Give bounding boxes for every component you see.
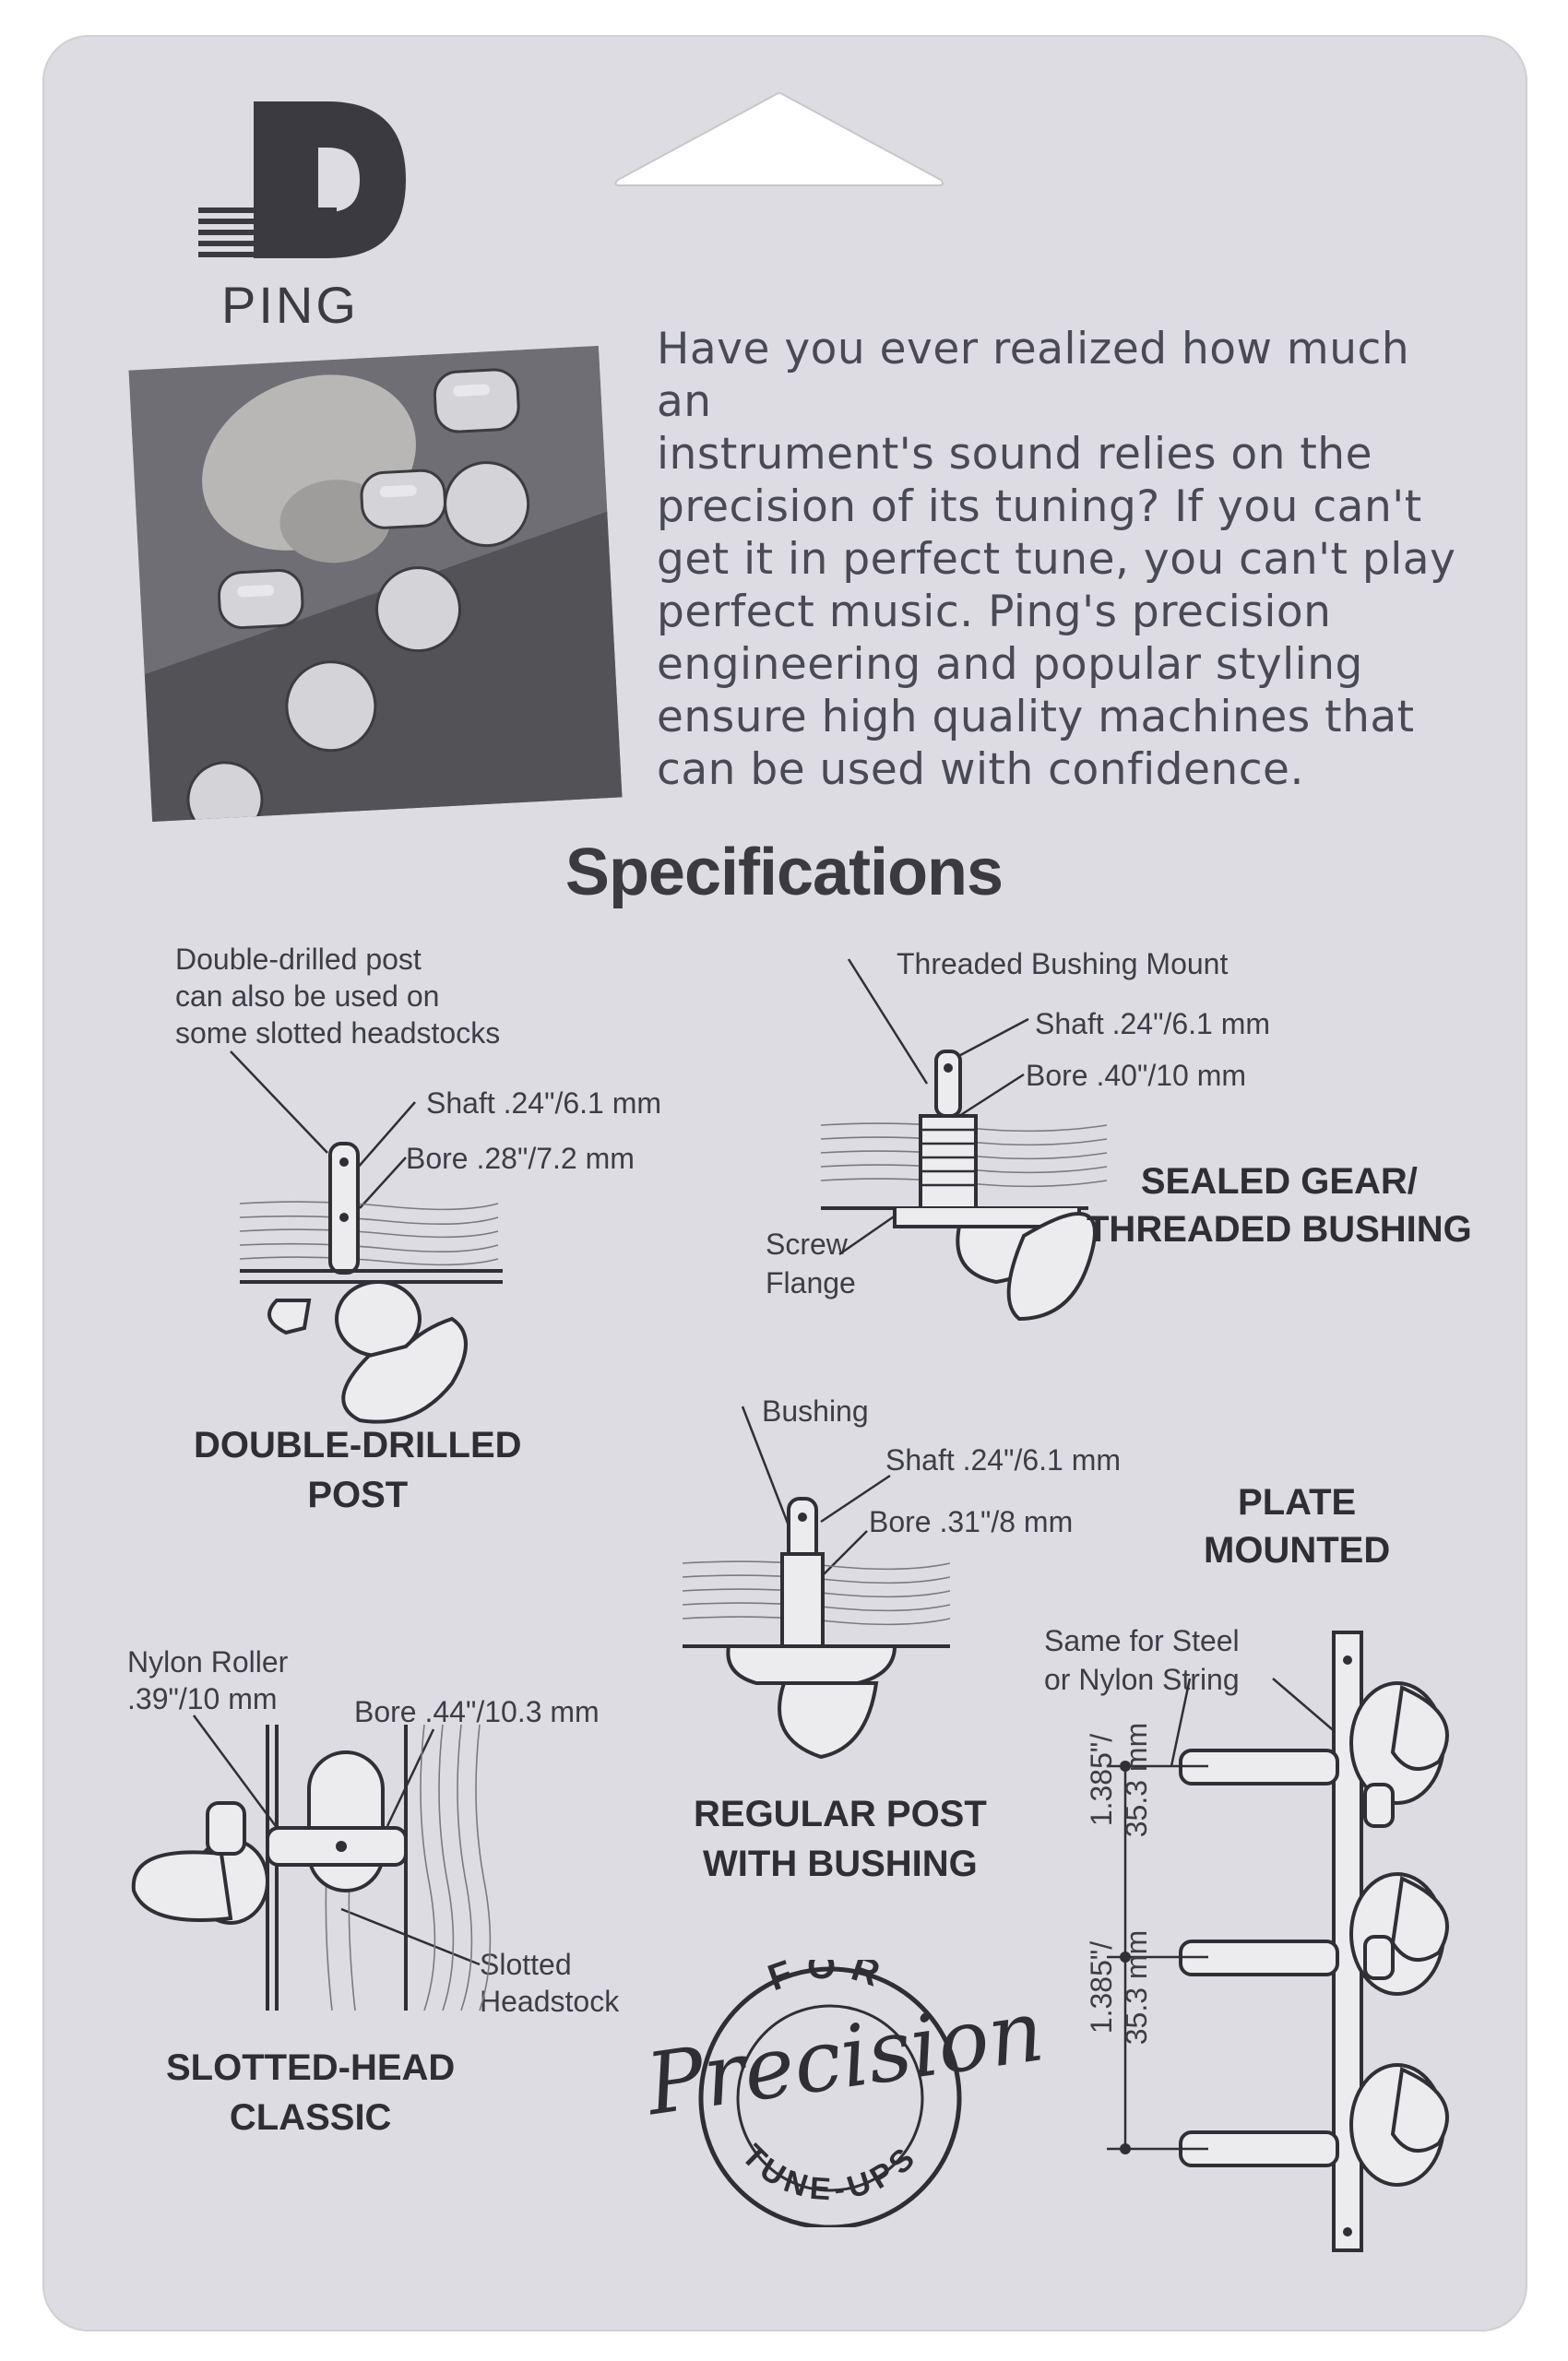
label-line: Slotted [480, 1948, 572, 1981]
sealed-shaft-label: Shaft .24"/6.1 mm [1035, 1007, 1271, 1040]
double-drilled-shaft-label: Shaft .24"/6.1 mm [426, 1086, 662, 1120]
nylon-roller-label: Nylon Roller .39"/10 mm [127, 1643, 288, 1717]
screw-flange-label: Screw Flange [766, 1225, 856, 1302]
caption-line: PLATE [1238, 1482, 1357, 1523]
intro-line: get it in perfect tune, you can't play [657, 534, 1456, 585]
specifications-heading: Specifications [564, 836, 1004, 909]
ping-logo-icon [198, 101, 406, 258]
plate-mounted-caption: PLATE MOUNTED [1204, 1478, 1390, 1574]
seal-bottom-text: TUNE-UPS [735, 2138, 920, 2208]
label-line: Headstock [480, 1985, 620, 2018]
plate-spacing-upper: 1.385"/ 35.3 mm [1084, 1692, 1154, 1868]
caption-line: CLASSIC [229, 2097, 392, 2138]
note-line: some slotted headstocks [175, 1016, 501, 1050]
intro-line: can be used with confidence. [657, 744, 1304, 795]
note-line: or Nylon String [1044, 1663, 1240, 1696]
caption-line: POST [307, 1475, 409, 1515]
label-line: .39"/10 mm [127, 1682, 278, 1715]
sealed-gear-diagram [820, 958, 1108, 1322]
precision-seal: FOR TUNE-UPS [698, 1960, 962, 2227]
intro-paragraph: Have you ever realized how much an instr… [657, 323, 1468, 796]
plate-mounted-diagram [1107, 1631, 1449, 2252]
caption-line: MOUNTED [1204, 1530, 1391, 1571]
svg-text:TUNE-UPS: TUNE-UPS [735, 2138, 925, 2208]
slotted-head-caption: SLOTTED-HEAD CLASSIC [166, 2043, 455, 2142]
intro-line: precision of its tuning? If you can't [657, 481, 1422, 532]
dimension-line: 1.385"/ [1085, 1733, 1118, 1827]
sealed-bore-label: Bore .40"/10 mm [1026, 1059, 1247, 1092]
dimension-line: 35.3 mm [1120, 1722, 1153, 1838]
plate-spacing-lower: 1.385"/ 35.3 mm [1084, 1900, 1154, 2075]
regular-bore-label: Bore .31"/8 mm [869, 1505, 1074, 1538]
intro-line: ensure high quality machines that [657, 692, 1415, 742]
label-line: Nylon Roller [127, 1645, 289, 1679]
slotted-headstock-label: Slotted Headstock [480, 1946, 619, 2020]
note-line: Double-drilled post [175, 943, 422, 976]
sealed-mount-label: Threaded Bushing Mount [897, 947, 1229, 980]
label-line: Screw [766, 1228, 848, 1261]
hang-hole [614, 92, 944, 186]
caption-line: THREADED BUSHING [1087, 1209, 1472, 1250]
intro-line: instrument's sound relies on the [657, 429, 1373, 480]
bushing-label: Bushing [762, 1394, 869, 1428]
tuners-photo-image [128, 345, 623, 823]
note-line: Same for Steel [1044, 1624, 1240, 1657]
brand-name: PING [221, 276, 359, 334]
double-drilled-caption: DOUBLE-DRILLED POST [194, 1420, 522, 1520]
intro-line: engineering and popular styling [657, 639, 1363, 690]
caption-line: REGULAR POST [694, 1794, 987, 1834]
regular-shaft-label: Shaft .24"/6.1 mm [885, 1443, 1122, 1477]
caption-line: WITH BUSHING [703, 1844, 978, 1884]
plate-note: Same for Steel or Nylon String [1044, 1621, 1240, 1699]
dimension-line: 1.385"/ [1085, 1940, 1118, 2035]
note-line: can also be used on [175, 979, 440, 1013]
slotted-head-diagram [131, 1714, 492, 2011]
dimension-line: 35.3 mm [1120, 1929, 1153, 2046]
regular-post-diagram [682, 1406, 951, 1760]
sealed-gear-caption: SEALED GEAR/ THREADED BUSHING [1087, 1157, 1472, 1253]
label-line: Flange [766, 1266, 856, 1299]
caption-line: SEALED GEAR/ [1140, 1161, 1418, 1202]
caption-line: DOUBLE-DRILLED [194, 1425, 522, 1465]
double-drilled-note: Double-drilled post can also be used on … [175, 941, 500, 1051]
caption-line: SLOTTED-HEAD [166, 2047, 456, 2088]
slotted-bore-label: Bore .44"/10.3 mm [354, 1695, 600, 1728]
seal-top-text: FOR [763, 1960, 884, 1999]
double-drilled-diagram [230, 1050, 503, 1424]
product-photo [128, 345, 623, 823]
double-drilled-bore-label: Bore .28"/7.2 mm [406, 1142, 635, 1175]
intro-line: perfect music. Ping's precision [657, 587, 1332, 637]
regular-post-caption: REGULAR POST WITH BUSHING [694, 1789, 987, 1889]
intro-line: Have you ever realized how much an [657, 324, 1410, 427]
svg-text:FOR: FOR [763, 1960, 897, 1999]
